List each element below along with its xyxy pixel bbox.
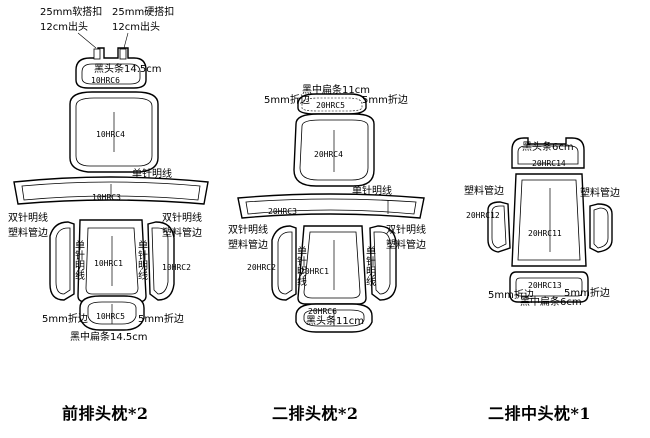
label-20hrc6: 20HRC6 [308, 307, 337, 316]
label-20hrc13: 20HRC13 [528, 281, 562, 290]
label-10hrc1: 10HRC1 [94, 259, 123, 268]
label-20hrc4: 20HRC4 [314, 150, 343, 159]
note-piping-right: 塑料管边 [162, 226, 202, 239]
piece-20hrc6: 20HRC6 [295, 303, 373, 333]
note-vertical-stitch-right: 单针明线 [136, 240, 148, 280]
note-piping-right: 塑料管边 [580, 186, 620, 199]
piece-20hrc13: 20HRC13 [509, 271, 589, 303]
note-fold-left: 5mm折边 [488, 288, 534, 301]
piece-10hrc1: 10HRC1 [77, 219, 147, 303]
caption-second-row-headrest: 二排头枕*2 [272, 404, 359, 423]
note-vertical-stitch-right: 单针明线 [364, 246, 376, 286]
caption-front-headrest: 前排头枕*2 [62, 404, 149, 423]
piece-20hrc4: 20HRC4 [293, 113, 375, 187]
note-piping-left: 塑料管边 [464, 184, 504, 197]
piece-10hrc2: 10HRC2 [147, 221, 191, 301]
piece-10hrc4: 10HRC4 [69, 91, 159, 173]
note-soft-hook: 25mm软搭扣 [40, 5, 102, 18]
piece-20hrc5: 20HRC5 [297, 93, 367, 115]
note-fold-right: 5mm折边 [564, 286, 610, 299]
piece-20hrc3: 20HRC3 [237, 193, 425, 219]
note-black-strip-bottom: 黑头条11cm [306, 314, 364, 327]
note-black-strip-top: 黑中扁条11cm [302, 83, 370, 96]
note-double-stitch-right: 双针明线 [386, 223, 426, 236]
piece-20hrc2: 20HRC2 [247, 225, 297, 301]
note-black-strip-top: 黑头条14.5cm [94, 62, 162, 75]
note-vertical-stitch-left: 单针明线 [295, 246, 307, 286]
caption-second-row-middle-headrest: 二排中头枕*1 [488, 404, 592, 423]
note-piping: 塑料管边 [228, 238, 268, 251]
piece-20hrc14: 20HRC14 [511, 137, 585, 169]
label-20hrc2: 20HRC2 [247, 263, 276, 272]
note-double-stitch-right: 双针明线 [162, 211, 202, 224]
note-hard-hook-out: 12cm出头 [112, 20, 160, 33]
group-second-row-headrest: 20HRC5 20HRC4 20HRC3 20HRC2 20HRC1 [228, 83, 426, 333]
piece-20hrc2-side-right [369, 225, 397, 301]
label-10hrc6: 10HRC6 [91, 76, 120, 85]
note-soft-hook-out: 12cm出头 [40, 20, 88, 33]
note-single-stitch: 单针明线 [352, 184, 392, 197]
label-20hrc11: 20HRC11 [528, 229, 562, 238]
note-piping-right: 塑料管边 [386, 238, 426, 251]
label-10hrc2: 10HRC2 [162, 263, 191, 272]
piece-20hrc11: 20HRC11 [511, 173, 587, 267]
label-10hrc5: 10HRC5 [96, 312, 125, 321]
piece-20hrc12-side-right [589, 203, 613, 253]
note-fold-right: 5mm折边 [362, 93, 408, 106]
piece-10hrc1-side-left [49, 221, 75, 301]
piece-10hrc6: 10HRC6 [75, 47, 147, 89]
note-double-stitch-left: 双针明线 [8, 211, 48, 224]
label-20hrc3: 20HRC3 [268, 207, 297, 216]
note-fold-right: 5mm折边 [138, 312, 184, 325]
note-black-strip-bottom: 黑中扁条14.5cm [70, 330, 148, 343]
label-20hrc5: 20HRC5 [316, 101, 345, 110]
group-front-headrest: 10HRC6 10HRC4 10HRC3 10HRC1 [8, 5, 209, 343]
note-vertical-stitch-left: 单针明线 [73, 240, 85, 280]
note-hard-hook: 25mm硬搭扣 [112, 5, 174, 18]
label-10hrc3: 10HRC3 [92, 193, 121, 202]
label-20hrc1: 20HRC1 [300, 267, 329, 276]
note-black-strip-bottom: 黑中扁条6cm [520, 295, 582, 308]
note-double-stitch: 双针明线 [228, 223, 268, 236]
label-20hrc12: 20HRC12 [466, 211, 500, 220]
note-black-strip-top: 黑头条6cm [522, 140, 574, 153]
piece-10hrc3: 10HRC3 [13, 176, 209, 205]
note-piping-left: 塑料管边 [8, 226, 48, 239]
label-20hrc14: 20HRC14 [532, 159, 566, 168]
note-fold-left: 5mm折边 [264, 93, 310, 106]
note-fold-left: 5mm折边 [42, 312, 88, 325]
note-single-stitch: 单针明线 [132, 167, 172, 180]
piece-20hrc12: 20HRC12 [466, 201, 511, 253]
label-10hrc4: 10HRC4 [96, 130, 125, 139]
group-second-row-middle-headrest: 20HRC14 20HRC11 20HRC12 20HRC13 黑头条6cm 塑… [464, 137, 620, 308]
piece-10hrc5: 10HRC5 [79, 295, 145, 331]
piece-20hrc1: 20HRC1 [297, 225, 367, 305]
